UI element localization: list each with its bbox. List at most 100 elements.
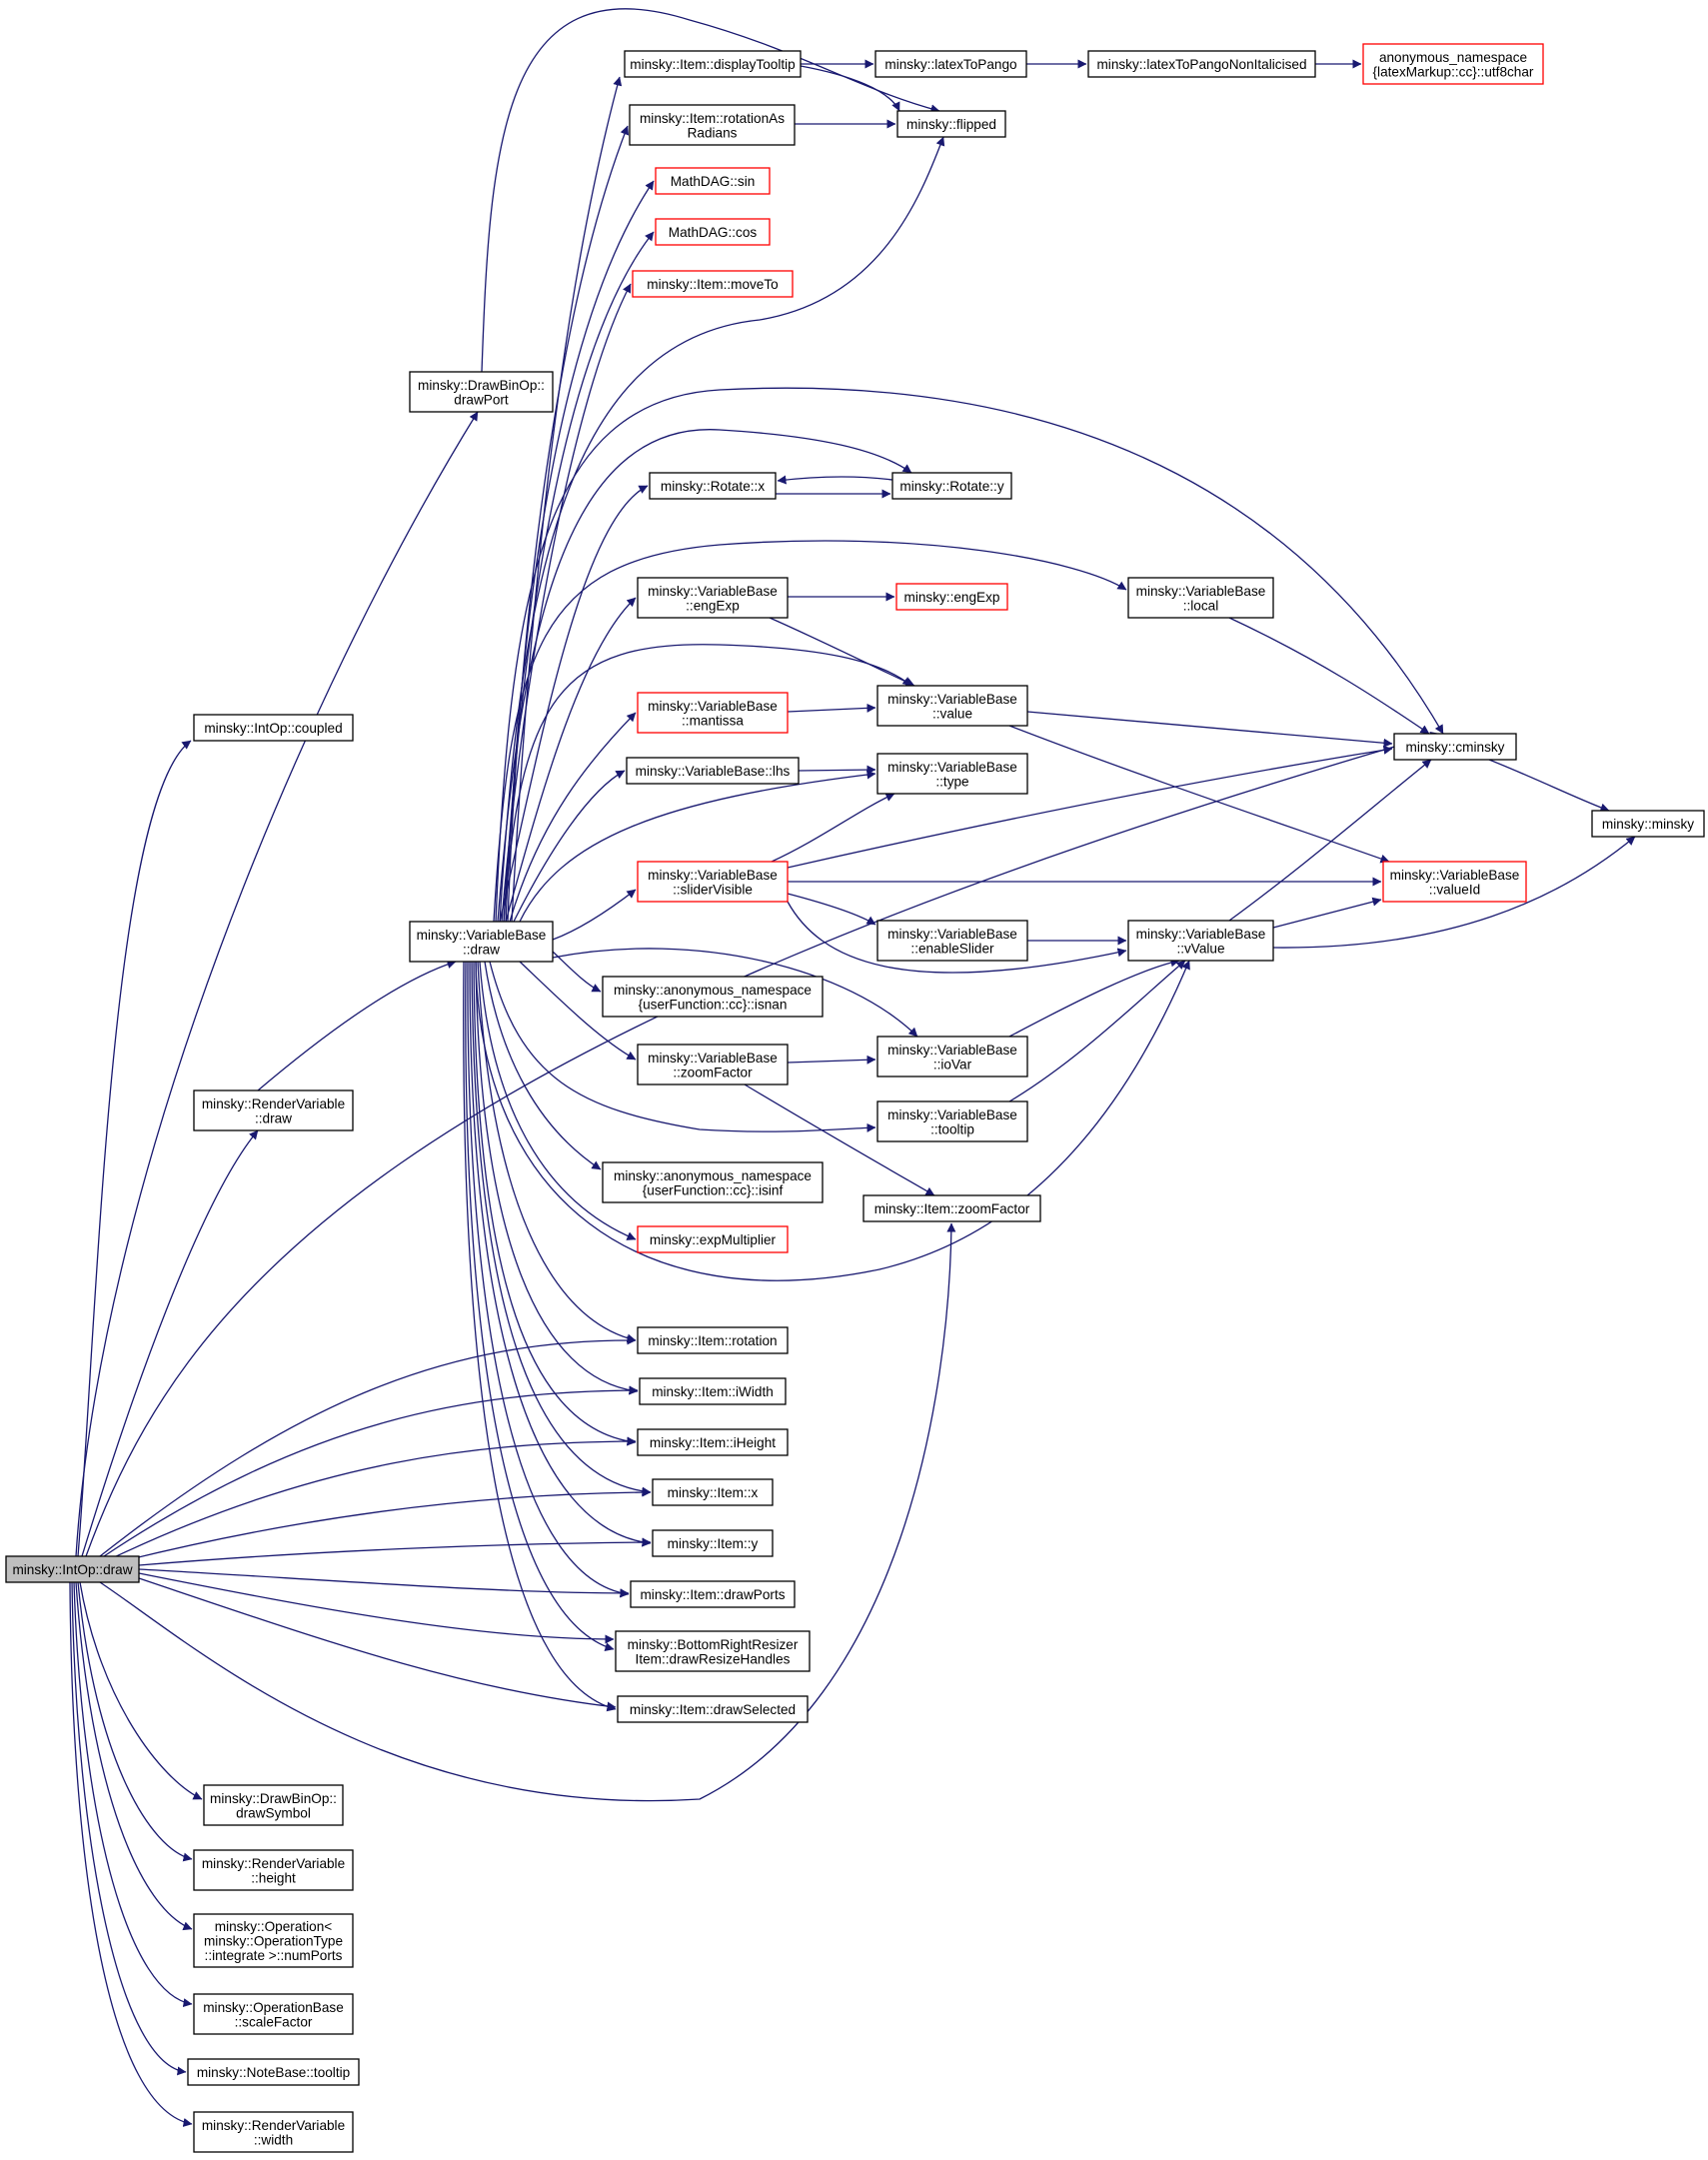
call-edge-vbvalue-to-cminsky: [1026, 711, 1393, 748]
node-box: [1393, 733, 1517, 761]
node-vbzoom[interactable]: minsky::VariableBase::zoomFactor: [637, 1044, 789, 1085]
node-label: drawPort: [454, 392, 509, 407]
node-label: ::local: [1183, 598, 1219, 613]
node-label: minsky::Operation<: [215, 1919, 333, 1934]
node-vbvalue[interactable]: minsky::VariableBase::value: [876, 685, 1028, 727]
node-box: [602, 976, 824, 1018]
node-box: [1382, 861, 1527, 903]
call-edge-vbdraw-to-vbtype: [519, 770, 876, 923]
node-label: drawSymbol: [236, 1805, 311, 1820]
node-box: [193, 1913, 354, 1968]
node-cos[interactable]: MathDAG::cos: [655, 218, 771, 246]
node-isinf[interactable]: minsky::anonymous_namespace{userFunction…: [602, 1161, 824, 1203]
node-engExp[interactable]: minsky::engExp: [895, 583, 1008, 611]
node-box: [624, 50, 802, 78]
node-vbtooltip[interactable]: minsky::VariableBase::tooltip: [876, 1100, 1028, 1142]
node-label: minsky::Item::x: [668, 1485, 759, 1500]
node-label: minsky::Item::rotationAs: [640, 111, 785, 126]
node-minsky[interactable]: minsky::minsky: [1591, 810, 1705, 838]
node-box: [409, 921, 554, 963]
node-nbtooltip[interactable]: minsky::NoteBase::tooltip: [187, 2058, 360, 2086]
call-edge-vbdraw-to-vblocal: [493, 540, 1127, 923]
node-label: MathDAG::sin: [671, 174, 756, 189]
node-rotation[interactable]: minsky::Item::rotation: [637, 1326, 789, 1354]
node-ioVar[interactable]: minsky::VariableBase::ioVar: [876, 1036, 1028, 1078]
node-expMultiplier[interactable]: minsky::expMultiplier: [637, 1225, 789, 1253]
node-isnan[interactable]: minsky::anonymous_namespace{userFunction…: [602, 976, 824, 1018]
node-moveTo[interactable]: minsky::Item::moveTo: [632, 270, 794, 298]
node-drawPorts[interactable]: minsky::Item::drawPorts: [630, 1580, 796, 1608]
node-mantissa[interactable]: minsky::VariableBase::mantissa: [637, 692, 789, 734]
node-vbdraw[interactable]: minsky::VariableBase::draw: [409, 921, 554, 963]
node-displayTooltip[interactable]: minsky::Item::displayTooltip: [624, 50, 802, 78]
call-edge-vbdraw-to-vbengExp: [505, 597, 637, 923]
node-vValue[interactable]: minsky::VariableBase::vValue: [1127, 920, 1274, 962]
call-edge-vbdraw-to-vbvalue: [503, 644, 912, 923]
node-drawPort[interactable]: minsky::DrawBinOp::drawPort: [409, 371, 554, 413]
node-latexToPango[interactable]: minsky::latexToPango: [874, 50, 1027, 78]
node-coupled[interactable]: minsky::IntOp::coupled: [193, 714, 354, 742]
call-edge-vbdraw-to-drawResizeHandles: [465, 961, 615, 1651]
node-flipped[interactable]: minsky::flipped: [896, 110, 1006, 138]
node-box: [602, 1161, 824, 1203]
node-box: [626, 757, 800, 785]
node-label: minsky::VariableBase: [887, 1043, 1017, 1058]
call-edge-vbdraw-to-drawSelected: [463, 961, 617, 1712]
call-edge-vbdraw-to-sin: [505, 180, 655, 923]
node-lhs[interactable]: minsky::VariableBase::lhs: [626, 757, 800, 785]
call-edge-root-to-iWidth: [103, 1385, 639, 1557]
node-label: ::zoomFactor: [673, 1065, 753, 1080]
node-label: minsky::Item::displayTooltip: [630, 57, 795, 72]
node-enableSlider[interactable]: minsky::VariableBase::enableSlider: [876, 920, 1028, 962]
call-edge-vbdraw-to-rotation: [477, 961, 637, 1343]
node-latexNonItal[interactable]: minsky::latexToPangoNonItalicised: [1087, 50, 1316, 78]
node-label: ::integrate >::numPorts: [205, 1948, 343, 1963]
call-edge-vbdraw-to-isnan: [552, 951, 602, 993]
call-edge-vbdraw-to-expMultiplier: [479, 961, 637, 1240]
call-edge-vbdraw-to-rotationAsRadians: [507, 125, 630, 923]
call-edge-vbdraw-to-vbtooltip: [489, 961, 876, 1132]
node-root[interactable]: minsky::IntOp::draw: [5, 1555, 140, 1583]
node-cminsky[interactable]: minsky::cminsky: [1393, 733, 1517, 761]
node-itemx[interactable]: minsky::Item::x: [652, 1478, 774, 1506]
node-box: [637, 1225, 789, 1253]
node-box: [632, 270, 794, 298]
node-label: MathDAG::cos: [669, 225, 758, 240]
node-vbtype[interactable]: minsky::VariableBase::type: [876, 753, 1028, 795]
node-label: minsky::Item::iWidth: [652, 1384, 774, 1399]
node-label: minsky::VariableBase: [887, 692, 1017, 707]
call-edge-root-to-drawPort: [75, 411, 479, 1557]
node-iWidth[interactable]: minsky::Item::iWidth: [639, 1377, 787, 1405]
node-box: [193, 2111, 354, 2153]
node-scaleFactor[interactable]: minsky::OperationBase::scaleFactor: [193, 1993, 354, 2035]
call-edge-vbtooltip-to-vValue: [1008, 960, 1186, 1102]
node-valueId[interactable]: minsky::VariableBase::valueId: [1382, 861, 1527, 903]
node-label: minsky::anonymous_namespace: [614, 983, 812, 998]
node-drawSelected[interactable]: minsky::Item::drawSelected: [617, 1695, 809, 1723]
node-drawResizeHandles[interactable]: minsky::BottomRightResizerItem::drawResi…: [615, 1630, 811, 1672]
node-iHeight[interactable]: minsky::Item::iHeight: [637, 1428, 789, 1456]
node-rvdraw[interactable]: minsky::RenderVariable::draw: [193, 1089, 354, 1131]
node-sin[interactable]: MathDAG::sin: [655, 167, 771, 195]
node-rvheight[interactable]: minsky::RenderVariable::height: [193, 1849, 354, 1891]
node-vblocal[interactable]: minsky::VariableBase::local: [1127, 577, 1274, 619]
call-edge-vbzoom-to-itemzoom: [744, 1083, 935, 1196]
node-rvwidth[interactable]: minsky::RenderVariable::width: [193, 2111, 354, 2153]
node-roty[interactable]: minsky::Rotate::y: [891, 472, 1012, 500]
node-label: minsky::BottomRightResizer: [628, 1637, 799, 1652]
node-sliderVisible[interactable]: minsky::VariableBase::sliderVisible: [637, 861, 789, 903]
node-label: minsky::VariableBase: [887, 927, 1017, 942]
node-drawSymbol[interactable]: minsky::DrawBinOp::drawSymbol: [203, 1784, 344, 1826]
node-itemy[interactable]: minsky::Item::y: [652, 1529, 774, 1557]
node-rotx[interactable]: minsky::Rotate::x: [649, 472, 777, 500]
call-edge-root-to-nbtooltip: [71, 1581, 187, 2076]
node-box: [629, 104, 796, 146]
node-vbengExp[interactable]: minsky::VariableBase::engExp: [637, 577, 789, 619]
node-box: [1362, 43, 1544, 85]
node-label: ::height: [251, 1870, 296, 1885]
node-utf8char[interactable]: anonymous_namespace{latexMarkup::cc}::ut…: [1362, 43, 1544, 85]
node-itemzoom[interactable]: minsky::Item::zoomFactor: [862, 1194, 1041, 1222]
node-numPorts[interactable]: minsky::Operation<minsky::OperationType:…: [193, 1913, 354, 1968]
